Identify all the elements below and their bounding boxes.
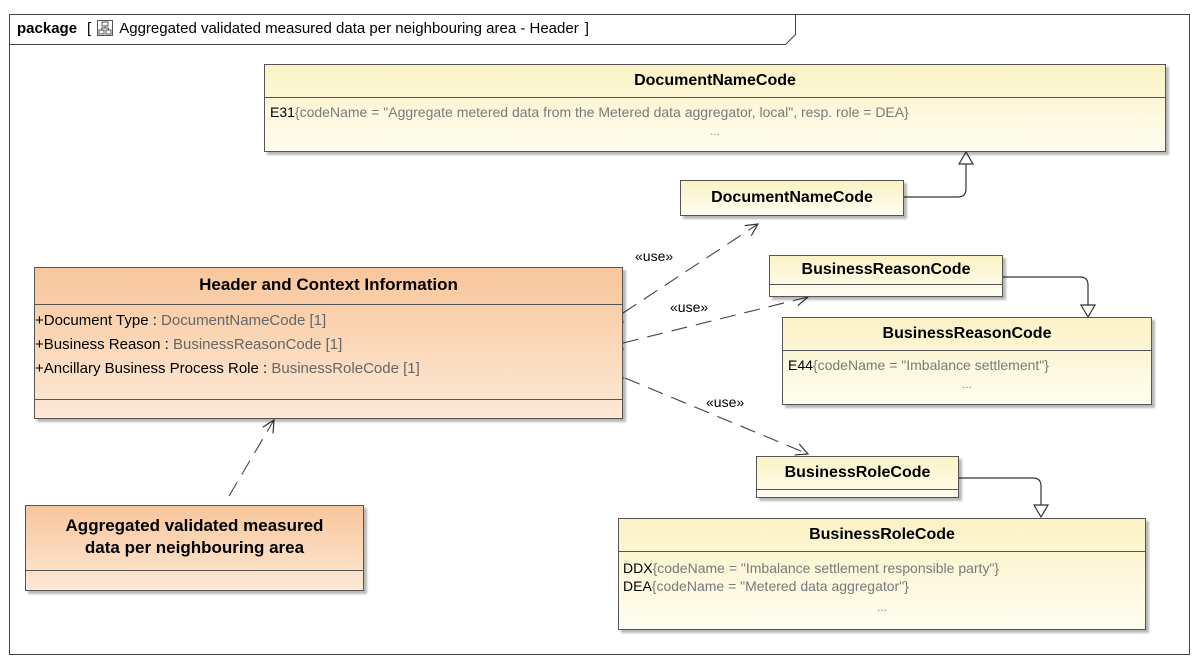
- literal-dea: DEA{codeName = "Metered data aggregator"…: [623, 577, 909, 595]
- class-header-title: Header and Context Information: [199, 275, 458, 294]
- enum-business-role-code[interactable]: BusinessRoleCode DDX{codeName = "Imbalan…: [618, 518, 1146, 630]
- class-header-context-information[interactable]: Header and Context Information +Document…: [34, 267, 623, 419]
- literal-value: {codeName = "Aggregate metered data from…: [294, 104, 909, 120]
- literal-e31: E31{codeName = "Aggregate metered data f…: [270, 103, 909, 121]
- package-name-tab: [9, 14, 796, 45]
- literal-code: DEA: [623, 578, 652, 594]
- package-frame-border: [9, 14, 1190, 655]
- use-dependency-aggregate: [228, 420, 274, 497]
- use-label-document: «use»: [634, 248, 675, 264]
- more-literals: ...: [961, 377, 972, 391]
- attribute-business-reason: +Business Reason : BusinessReasonCode [1…: [35, 335, 420, 355]
- literal-code: DDX: [623, 560, 653, 576]
- package-header: package [ Aggregated validated measured …: [17, 18, 589, 38]
- close-bracket: ]: [584, 19, 589, 37]
- use-label-role: «use»: [705, 394, 746, 410]
- literal-value: {codeName = "Metered data aggregator"}: [651, 578, 909, 594]
- attribute-type: BusinessReasonCode [1]: [173, 336, 343, 353]
- literal-e44: E44{codeName = "Imbalance settlement"}: [788, 356, 1049, 374]
- generalization-role: [959, 477, 1042, 506]
- literal-ddx: DDX{codeName = "Imbalance settlement res…: [623, 559, 999, 577]
- enum-document-title: DocumentNameCode: [634, 72, 796, 89]
- attribute-document-type: +Document Type : DocumentNameCode [1]: [35, 311, 420, 331]
- enum-document-name-code[interactable]: DocumentNameCode E31{codeName = "Aggrega…: [264, 64, 1166, 152]
- generalization-role-arrowhead: [1032, 504, 1050, 519]
- literal-value: {codeName = "Imbalance settlement"}: [812, 357, 1049, 373]
- generalization-document: [904, 163, 967, 198]
- attribute-type: DocumentNameCode [1]: [161, 312, 327, 329]
- class-diagram-icon: [97, 20, 114, 36]
- attribute-name: +Document Type :: [35, 312, 162, 329]
- use-dependency-reason: [622, 297, 808, 344]
- generalization-reason-arrowhead: [1079, 304, 1097, 319]
- attribute-list: +Document Type : DocumentNameCode [1] +B…: [35, 311, 420, 379]
- ref-document-name-code[interactable]: DocumentNameCode: [680, 180, 904, 216]
- use-label-reason: «use»: [669, 299, 710, 315]
- diagram-title: Aggregated validated measured data per n…: [119, 19, 579, 37]
- ref-business-reason-code[interactable]: BusinessReasonCode: [769, 255, 1003, 297]
- package-keyword: package: [17, 19, 78, 37]
- class-aggregated-measured-data[interactable]: Aggregated validated measured data per n…: [25, 505, 364, 591]
- ref-document-title: DocumentNameCode: [711, 189, 873, 206]
- more-literals: ...: [709, 124, 720, 138]
- open-bracket: [: [87, 19, 92, 37]
- generalization-document-arrowhead: [957, 150, 975, 165]
- literal-value: {codeName = "Imbalance settlement respon…: [652, 560, 1000, 576]
- enum-reason-title: BusinessReasonCode: [882, 325, 1052, 342]
- enum-business-reason-code[interactable]: BusinessReasonCode E44{codeName = "Imbal…: [782, 317, 1152, 405]
- class-aggregate-title-line1: Aggregated validated measured: [65, 516, 324, 535]
- class-aggregate-title-line2: data per neighbouring area: [84, 538, 305, 557]
- ref-business-role-code[interactable]: BusinessRoleCode: [756, 456, 959, 498]
- more-literals: ...: [876, 600, 887, 614]
- ref-role-title: BusinessRoleCode: [784, 464, 931, 481]
- attribute-name: +Business Reason :: [35, 336, 173, 353]
- use-dependency-role: [624, 377, 808, 454]
- literal-code: E44: [788, 357, 813, 373]
- use-dependency-document: [622, 224, 758, 314]
- attribute-type: BusinessRoleCode [1]: [271, 360, 420, 377]
- enum-role-title: BusinessRoleCode: [809, 526, 955, 543]
- attribute-ancillary-role: +Ancillary Business Process Role : Busin…: [35, 359, 420, 379]
- generalization-reason: [1003, 276, 1089, 306]
- literal-code: E31: [270, 104, 295, 120]
- attribute-name: +Ancillary Business Process Role :: [35, 360, 272, 377]
- ref-reason-title: BusinessReasonCode: [801, 261, 971, 278]
